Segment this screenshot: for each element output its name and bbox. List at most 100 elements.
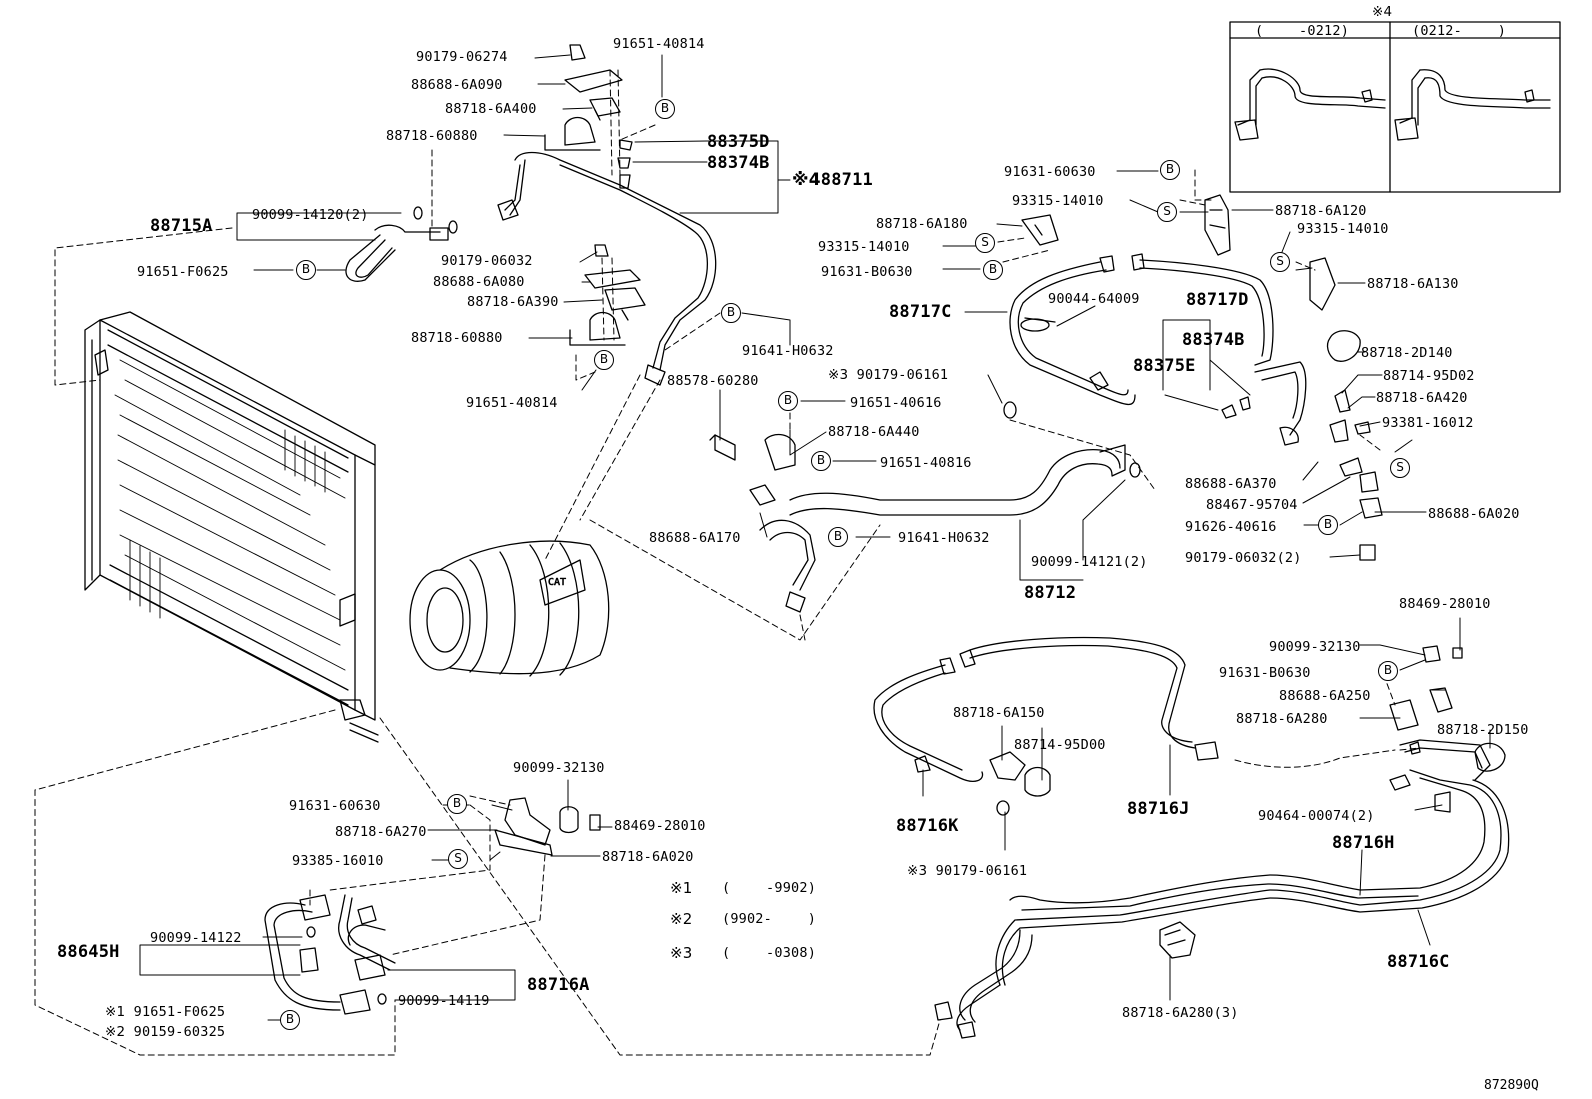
part-number-label: 91641-H0632 <box>742 343 834 359</box>
part-number-label: 88718-6A150 <box>953 705 1045 721</box>
part-number-label: 88374B <box>1182 330 1245 350</box>
pipe-88716K <box>873 657 984 782</box>
marker-b: B <box>280 1010 300 1030</box>
part-number-label: 88375E <box>1133 356 1196 376</box>
part-number-label: 88718-60880 <box>411 330 503 346</box>
marker-b: B <box>721 303 741 323</box>
part-number-label: 90099-32130 <box>1269 639 1361 655</box>
part-number-label: 93385-16010 <box>292 853 384 869</box>
part-number-label: 88688-6A020 <box>1428 506 1520 522</box>
inset-mark: ※4 <box>1372 4 1393 20</box>
part-number-label: 93315-14010 <box>1012 193 1104 209</box>
part-number-label: 90099-14120(2) <box>252 207 369 223</box>
part-number-label: 90099-14122 <box>150 930 242 946</box>
part-number-label: 93381-16012 <box>1382 415 1474 431</box>
part-number-label: 88714-95D00 <box>1014 737 1106 753</box>
part-number-label: ※1 91651-F0625 <box>105 1004 226 1020</box>
note-3-range: ( -0308) <box>722 945 817 961</box>
part-number-label: 88688-6A080 <box>433 274 525 290</box>
part-number-label: 88716J <box>1127 799 1190 819</box>
marker-b: B <box>447 794 467 814</box>
part-number-label: 88469-28010 <box>614 818 706 834</box>
marker-b: B <box>594 350 614 370</box>
marker-b: B <box>1318 515 1338 535</box>
pipe-88717 <box>1009 253 1307 446</box>
part-number-label: 91631-B0630 <box>821 264 913 280</box>
part-number-label: 90044-64009 <box>1048 291 1140 307</box>
marker-b: B <box>655 99 675 119</box>
part-number-label: 91651-F0625 <box>137 264 229 280</box>
marker-b: B <box>778 391 798 411</box>
marker-b: B <box>1378 661 1398 681</box>
note-1-range: ( -9902) <box>722 880 817 896</box>
part-number-label: 91631-60630 <box>1004 164 1096 180</box>
part-number-label: 88467-95704 <box>1206 497 1298 513</box>
part-number-label: 88718-6A440 <box>828 424 920 440</box>
part-number-label: ※488711 <box>792 170 873 190</box>
svg-text:CAT: CAT <box>548 577 566 588</box>
part-number-label: 88469-28010 <box>1399 596 1491 612</box>
part-number-label: 88718-6A280 <box>1236 711 1328 727</box>
part-number-label: 88715A <box>150 216 213 236</box>
part-number-label: 88718-6A400 <box>445 101 537 117</box>
part-number-label: 88375D <box>707 132 770 152</box>
marker-s: S <box>1157 202 1177 222</box>
part-number-label: 88716K <box>896 816 959 836</box>
compressor: CAT <box>409 540 610 677</box>
marker-s: S <box>975 233 995 253</box>
marker-b: B <box>296 260 316 280</box>
part-number-label: 88718-60880 <box>386 128 478 144</box>
part-number-label: 91651-40616 <box>850 395 942 411</box>
pipe-88716H-88716C <box>934 739 1510 1039</box>
part-number-label: 88712 <box>1024 583 1077 603</box>
part-number-label: 88718-6A180 <box>876 216 968 232</box>
part-number-label: 88374B <box>707 153 770 173</box>
marker-s: S <box>448 849 468 869</box>
part-number-label: 90464-00074(2) <box>1258 808 1375 824</box>
part-number-label: 88688-6A370 <box>1185 476 1277 492</box>
pipe-88716A <box>264 894 396 1015</box>
part-number-label: 90179-06032 <box>441 253 533 269</box>
part-number-label: 88718-6A420 <box>1376 390 1468 406</box>
part-number-label: 88718-6A270 <box>335 824 427 840</box>
part-number-label: 88645H <box>57 942 120 962</box>
part-number-label: 88714-95D02 <box>1383 368 1475 384</box>
part-number-label: 90179-06274 <box>416 49 508 65</box>
part-number-label: 88716H <box>1332 833 1395 853</box>
part-number-label: 88718-6A020 <box>602 849 694 865</box>
pipe-88711 <box>497 151 717 386</box>
part-number-label: 91631-60630 <box>289 798 381 814</box>
part-number-label: ※2 90159-60325 <box>105 1024 226 1040</box>
marker-b: B <box>1160 160 1180 180</box>
part-number-label: 88718-6A130 <box>1367 276 1459 292</box>
part-number-label: 88688-6A090 <box>411 77 503 93</box>
condenser <box>84 311 379 743</box>
note-3-mark: ※3 <box>670 944 693 962</box>
hose-88712 <box>759 444 1141 613</box>
diagram-code: 872890Q <box>1484 1078 1539 1093</box>
inset-col-left: ( -0212) <box>1255 23 1350 39</box>
part-number-label: 91631-B0630 <box>1219 665 1311 681</box>
part-number-label: 88688-6A250 <box>1279 688 1371 704</box>
part-number-label: 91651-40814 <box>466 395 558 411</box>
pipe-88716J <box>959 636 1219 761</box>
inset-col-right: (0212- ) <box>1412 23 1507 39</box>
part-number-label: 88718-2D150 <box>1437 722 1529 738</box>
part-number-label: 88716A <box>527 975 590 995</box>
note-1-mark: ※1 <box>670 879 693 897</box>
part-number-label: 90099-14119 <box>398 993 490 1009</box>
part-number-label: 88578-60280 <box>667 373 759 389</box>
marker-s: S <box>1390 458 1410 478</box>
part-number-label: 88718-6A280(3) <box>1122 1005 1239 1021</box>
part-number-label: ※3 90179-06161 <box>828 367 949 383</box>
part-number-label: 90099-14121(2) <box>1031 554 1148 570</box>
part-number-label: ※3 90179-06161 <box>907 863 1028 879</box>
part-number-label: 91651-40816 <box>880 455 972 471</box>
part-number-label: 90099-32130 <box>513 760 605 776</box>
note-2-mark: ※2 <box>670 910 693 928</box>
marker-s: S <box>1270 252 1290 272</box>
part-number-label: 88688-6A170 <box>649 530 741 546</box>
part-number-label: 88716C <box>1387 952 1450 972</box>
part-number-label: 88717D <box>1186 290 1249 310</box>
